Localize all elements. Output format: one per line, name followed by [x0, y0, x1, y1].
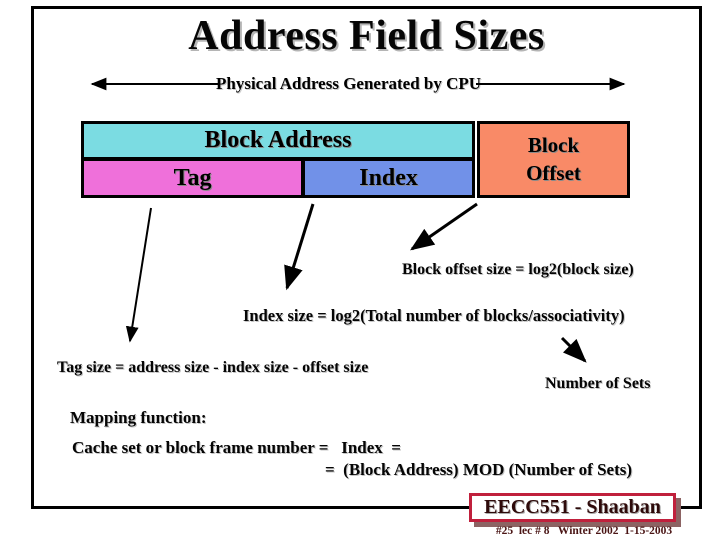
block-offset-formula: Block offset size = log2(block size)	[402, 261, 634, 278]
block-address-cell: Block Address	[84, 124, 472, 161]
mapping-formula-line1: Cache set or block frame number = Index …	[72, 438, 401, 457]
block-offset-label-line1: Block	[527, 133, 580, 158]
index-cell: Index	[305, 161, 472, 195]
number-of-sets-label: Number of Sets	[545, 375, 651, 392]
mapping-heading: Mapping function:	[70, 408, 207, 427]
footer-lecture-info: #25 lec # 8 Winter 2002 1-15-2003	[495, 525, 673, 537]
footer-course-box: EECC551 - Shaaban	[469, 493, 676, 522]
tag-formula: Tag size = address size - index size - o…	[57, 359, 369, 376]
block-address-group: Block Address Tag Index	[81, 121, 475, 198]
tag-cell: Tag	[84, 161, 306, 195]
cpu-arrow-label: Physical Address Generated by CPU	[216, 74, 482, 93]
tag-label: Tag	[173, 164, 212, 191]
slide-title: Address Field Sizes	[188, 13, 545, 59]
index-formula: Index size = log2(Total number of blocks…	[243, 306, 625, 325]
index-label: Index	[359, 164, 418, 191]
block-offset-cell: Block Offset	[477, 121, 630, 198]
slide-frame	[31, 6, 702, 509]
footer-course-text: EECC551 - Shaaban	[484, 496, 661, 518]
mapping-formula-line2: = (Block Address) MOD (Number of Sets)	[325, 460, 633, 479]
tag-index-row: Tag Index	[84, 161, 472, 195]
block-address-label: Block Address	[204, 127, 352, 153]
block-offset-label-line2: Offset	[526, 160, 581, 185]
